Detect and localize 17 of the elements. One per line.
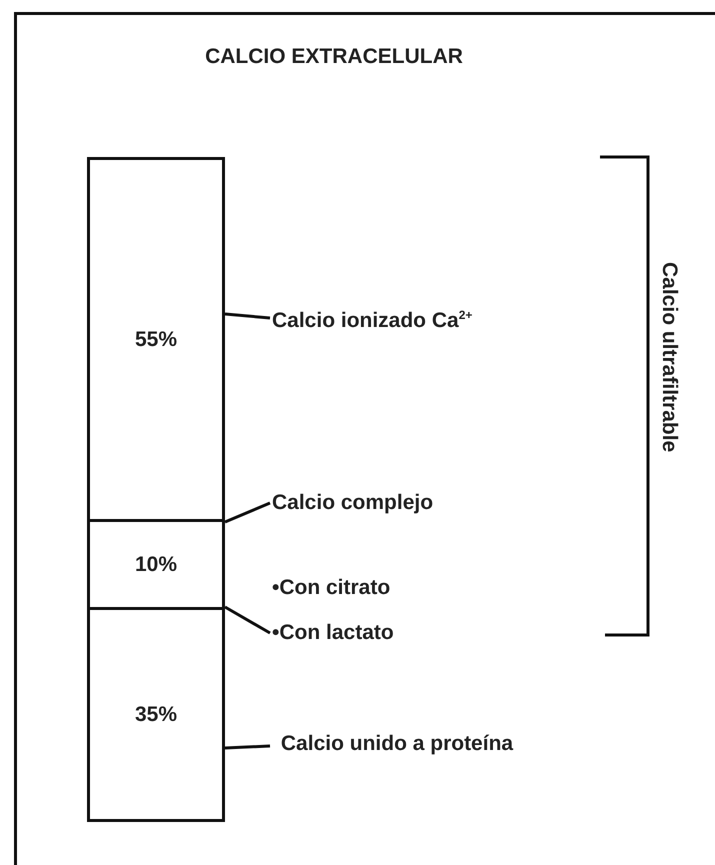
leader-line (224, 606, 271, 634)
bar-segment (87, 607, 225, 822)
segment-label: Calcio complejo (272, 490, 434, 516)
percentage-label: 55% (134, 328, 178, 352)
bar-segment (87, 519, 225, 610)
percentage-label: 10% (134, 552, 178, 576)
bar-segment (87, 157, 225, 522)
leader-line (224, 744, 270, 750)
segment-label: •Con lactato (272, 620, 394, 646)
segment-label: Calcio ionizado Ca$^{2+}$ (272, 302, 472, 334)
percentage-label: 35% (134, 702, 178, 726)
leader-line (224, 502, 271, 524)
segment-label: Calcio unido a proteína (272, 722, 522, 766)
bracket-label: Calcio ultrafiltrable (657, 262, 682, 452)
segment-label: •Con citrato (272, 575, 390, 601)
title: CALCIO EXTRACELULAR (204, 44, 464, 70)
leader-line (224, 312, 270, 320)
